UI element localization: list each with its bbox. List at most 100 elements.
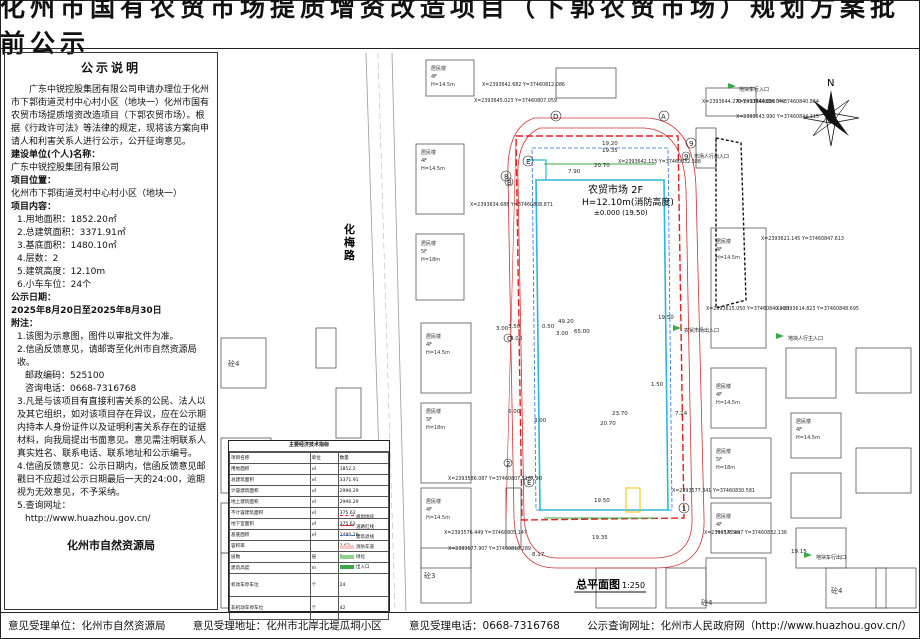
- point-label: B: [507, 179, 512, 187]
- coord-label: X=2393577.341 Y=37460830.581: [672, 488, 755, 494]
- table-cell: ㎡: [309, 496, 339, 508]
- website-link[interactable]: http://www.huazhou.gov.cn/: [25, 514, 151, 524]
- svg-text:居民楼: 居民楼: [431, 65, 446, 72]
- table-cell: 24: [337, 573, 390, 597]
- content-item: 3.基底面积：1480.10㎡: [17, 241, 117, 251]
- point-label: C: [507, 335, 512, 343]
- neighbor-label: 砼4: [228, 359, 240, 368]
- dim-label: 19.20: [602, 141, 618, 147]
- dim-label: 3.00: [496, 326, 509, 332]
- coord-label: X=2393576.449 Y=37460805.147: [444, 530, 527, 536]
- main-building-elevation: ±0.000 (19.50): [594, 209, 648, 217]
- legend-item: 道路红线: [340, 522, 390, 532]
- svg-text:居民楼: 居民楼: [426, 498, 441, 505]
- dim-label: 19.50: [658, 315, 674, 321]
- dim-label: 3.50: [508, 324, 521, 330]
- dim-label: 3.00: [556, 331, 569, 337]
- table-cell: 容积率: [229, 540, 311, 552]
- date-value: 2025年8月20日至2025年8月30日: [11, 306, 162, 316]
- redline-boundary: [515, 135, 685, 521]
- location-label: 项目位置：: [11, 176, 57, 186]
- site-plan: 居民楼 4F H=14.5m 居民楼 4F H=14.5m 居民楼 5F H=18m 居民楼…: [220, 52, 917, 611]
- table-cell: 不计容建筑面积: [229, 507, 311, 519]
- footer-website[interactable]: 公示查询网址：化州市人民政府网（http://www.huazhou.gov.c…: [587, 620, 912, 632]
- coord-label: X=2393621.145 Y=37460847.613: [761, 236, 844, 242]
- table-cell: 机动车停车位: [229, 573, 311, 597]
- page-title: 化州市国有农贸市场提质增资改造项目（下郭农贸市场）规划方案批前公示: [0, 0, 920, 58]
- svg-text:居民楼: 居民楼: [716, 238, 731, 245]
- svg-text:H=14.5m: H=14.5m: [426, 350, 450, 356]
- neighbor-labels: 居民楼 4F H=14.5m 居民楼 4F H=14.5m 居民楼 5F H=18m 居民楼…: [421, 65, 820, 536]
- content-label: 项目内容：: [11, 202, 57, 212]
- svg-text:H=18m: H=18m: [421, 257, 440, 263]
- legend-label: 出入口: [356, 565, 370, 570]
- svg-text:5F: 5F: [426, 417, 432, 423]
- notes-label: 附注：: [11, 319, 39, 329]
- footer-unit: 意见受理单位：化州市自然资源局: [8, 620, 166, 632]
- table-cell: 2996.29: [337, 496, 390, 508]
- note-item: 1.该图为示意图，图件以审批文件为准。: [17, 332, 179, 342]
- svg-text:4F: 4F: [426, 342, 432, 348]
- road-name-1: 化: [344, 222, 355, 236]
- site-roads: [505, 117, 705, 569]
- table-cell: ㎡: [309, 518, 339, 530]
- svg-text:4F: 4F: [431, 74, 437, 80]
- coord-label: X=2393642.115 Y=37460832.388: [618, 159, 701, 165]
- coord-label: X=2393586.087 Y=37460807.516: [448, 476, 531, 482]
- table-cell: 地下室面积: [229, 518, 311, 530]
- drawing-scale: 1:250: [622, 581, 645, 590]
- neighbor-label: 砼4: [701, 598, 713, 607]
- coord-label: X=2393643.990 Y=37460844.115: [736, 114, 819, 120]
- table-cell: m: [309, 562, 339, 574]
- table-cell: 地上建筑面积: [229, 496, 311, 508]
- svg-text:4F: 4F: [796, 427, 802, 433]
- svg-text:居民楼: 居民楼: [716, 383, 731, 390]
- svg-text:居民楼: 居民楼: [426, 408, 441, 415]
- dim-label: 19.50: [594, 498, 610, 504]
- road-name-2: 梅: [344, 235, 355, 249]
- note-item: 咨询电话：0668-7316768: [25, 384, 137, 394]
- notice-heading: 公示说明: [80, 61, 141, 75]
- dim-label: 4.00: [510, 336, 523, 342]
- coordinate-labels: X=2393642.682 Y=37460812.086 X=2393645.0…: [444, 82, 859, 552]
- svg-text:H=14.5m: H=14.5m: [716, 400, 740, 406]
- entrance-labels: 地块车行入口 地块车行出口 地块人行主入口 市场人行出入口 农贸市场出入口: [684, 86, 846, 561]
- dim-label: 49.20: [558, 319, 574, 325]
- table-cell: ㎡: [309, 463, 339, 475]
- footer: 意见受理单位：化州市自然资源局 意见受理地址：化州市北岸北堤瓜垌小区 意见受理电…: [0, 612, 920, 638]
- dim-label: 0.50: [542, 324, 555, 330]
- legend-item: 消防车道: [340, 542, 390, 552]
- table-cell: 建筑高度: [229, 562, 311, 574]
- svg-text:居民楼: 居民楼: [421, 240, 436, 247]
- dim-label: 7.24: [675, 411, 688, 417]
- setback-line: [531, 147, 673, 511]
- table-row: 项目名称单位数量: [229, 452, 390, 464]
- dim-label: 3.00: [534, 418, 547, 424]
- content-item: 5.建筑高度：12.10m: [17, 267, 106, 277]
- drawing-title: 总平面图: [576, 577, 620, 591]
- table-cell: 基底面积: [229, 529, 311, 541]
- table-cell: 层: [309, 551, 339, 563]
- coord-label: X=2393575.697 Y=37460832.136: [704, 530, 787, 536]
- svg-text:居民楼: 居民楼: [421, 149, 436, 156]
- notice-body: 广东中锐控股集团有限公司申请办理位于化州市下郭街道灵村中心村小区（地块一）化州市…: [5, 84, 217, 526]
- table-cell: [309, 540, 339, 552]
- legend-label: 建筑退线: [356, 535, 374, 540]
- point-label: 2: [506, 460, 510, 468]
- applicant-label: 建设单位(个人)名称：: [11, 150, 101, 160]
- point-label: E: [526, 158, 530, 166]
- table-cell: 2996.29: [337, 485, 390, 497]
- content-item: 4.层数：2: [17, 254, 59, 264]
- dim-label: 1.50: [651, 382, 664, 388]
- north-arrow-icon: N: [802, 78, 860, 147]
- table-cell: 3371.91: [337, 474, 390, 486]
- econ-table-title: 主要经济技术指标: [229, 441, 389, 452]
- dim-label: 19.35: [602, 148, 618, 154]
- svg-text:4F: 4F: [716, 247, 722, 253]
- table-cell: 总建筑面积: [229, 474, 311, 486]
- point-marker-labels: D A E E 1 2 8 9 C 9 B: [504, 113, 693, 513]
